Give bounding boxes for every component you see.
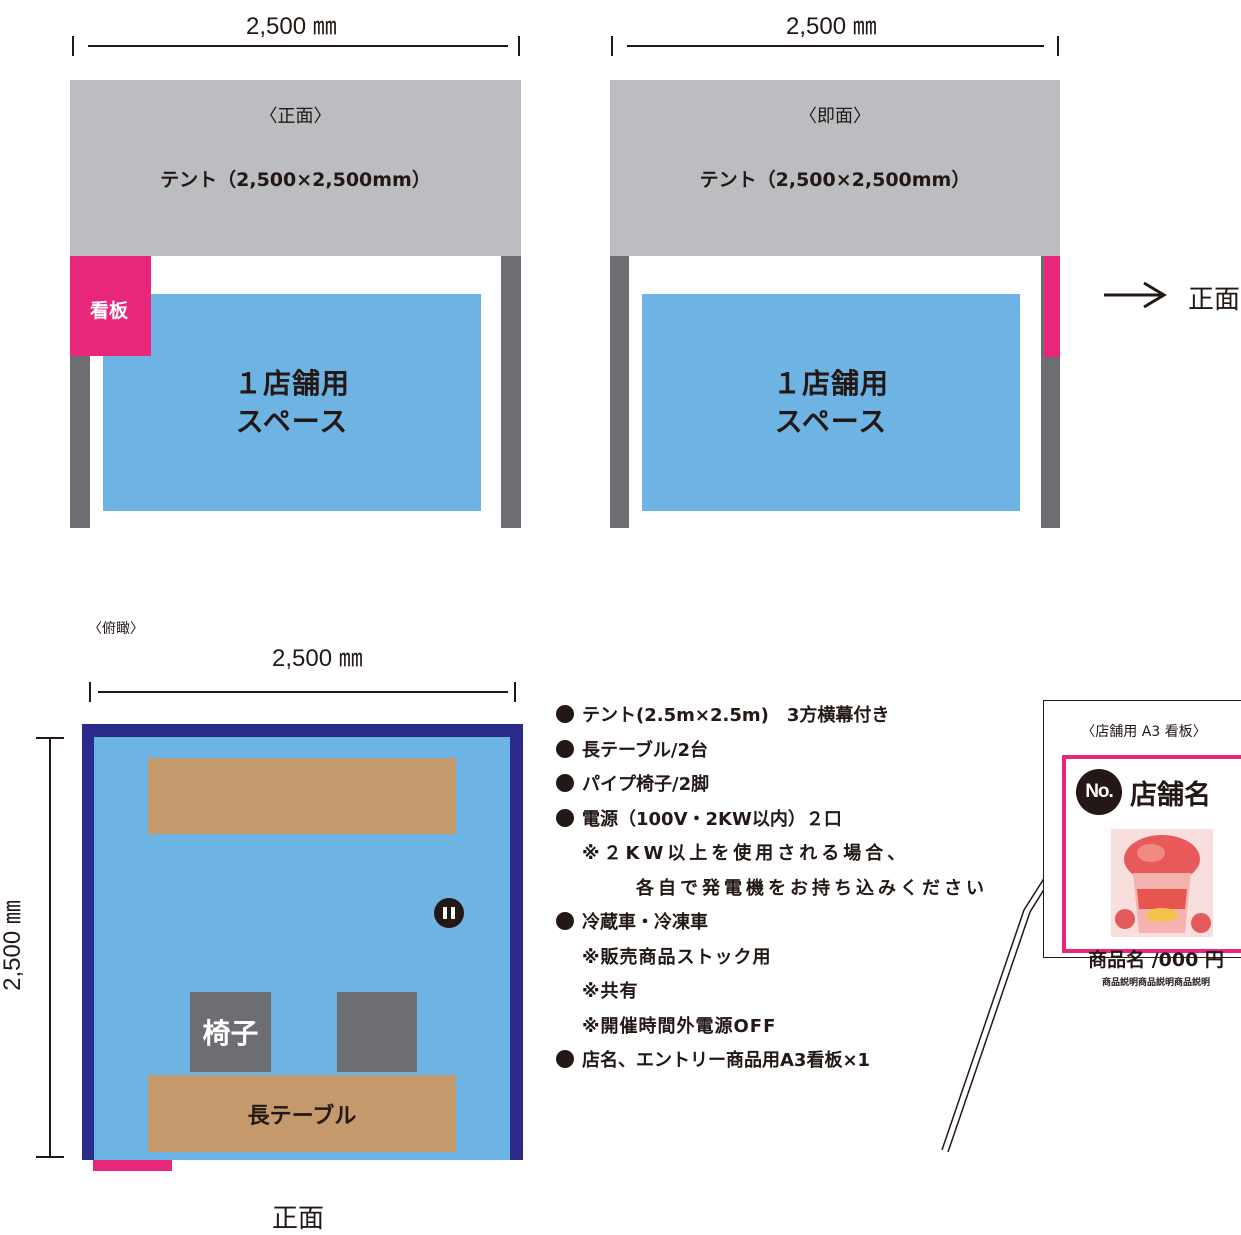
front-tent-label: テント（2,500×2,500mm） xyxy=(160,169,431,191)
plan-dim-tick-left xyxy=(89,682,91,702)
space-label-line2: スペース xyxy=(235,404,349,438)
side-tent-roof: 〈即面〉 テント（2,500×2,500mm） xyxy=(610,80,1060,256)
product-name: 商品名 /000 円 xyxy=(1088,949,1224,971)
list-item: パイプ椅子/2脚 xyxy=(556,768,988,803)
side-signboard xyxy=(1044,256,1060,357)
list-item: テント(2.5m×2.5m) 3方横幕付き xyxy=(556,699,988,734)
plan-chair-right xyxy=(337,992,417,1072)
plan-dim-line xyxy=(98,691,508,693)
front-tent-roof: 〈正面〉 テント（2,500×2,500mm） xyxy=(70,80,521,256)
signboard-sample-title: 〈店舗用 A3 看板〉 xyxy=(1081,724,1207,740)
front-view-label: 〈正面〉 xyxy=(259,106,332,127)
space-label-line1: １店舗用 xyxy=(233,366,350,400)
side-dim-tick-left xyxy=(611,36,613,56)
list-item: 冷蔵車・冷凍車 xyxy=(556,906,988,941)
plan-view-label: 〈俯瞰〉 xyxy=(88,621,144,637)
front-pole-right xyxy=(501,256,521,528)
list-note: ※共有 xyxy=(582,981,639,1002)
list-note: 各自で発電機をお持ち込みください xyxy=(636,877,988,899)
signboard-label: 看板 xyxy=(90,300,129,322)
plan-table-front: 長テーブル xyxy=(148,1075,456,1152)
plan-front-label: 正面 xyxy=(272,1203,325,1233)
bullet-icon xyxy=(556,705,574,723)
side-pole-left xyxy=(610,256,629,528)
bullet-icon xyxy=(556,808,574,827)
plan-depth-line xyxy=(49,738,51,1156)
shop-name: 店舗名 xyxy=(1130,780,1211,811)
chair-label: 椅子 xyxy=(202,1017,259,1050)
bullet-icon xyxy=(556,774,574,792)
list-item: 電源（100V・2KW以内）２口 xyxy=(556,803,988,838)
plan-chair-left: 椅子 xyxy=(190,992,271,1072)
side-view-label: 〈即面〉 xyxy=(799,106,871,127)
front-dim-line xyxy=(88,45,508,47)
front-direction-label: 正面 xyxy=(1188,284,1241,314)
plan-dim-tick-right xyxy=(514,682,516,702)
product-description: 商品説明商品説明商品説明 xyxy=(1101,978,1210,988)
plan-table-back xyxy=(148,758,456,834)
number-badge: No. xyxy=(1076,769,1122,815)
equipment-list: テント(2.5m×2.5m) 3方横幕付き 長テーブル/2台 パイプ椅子/2脚 … xyxy=(556,699,988,1079)
list-note: ※開催時間外電源OFF xyxy=(582,1015,777,1037)
table-label: 長テーブル xyxy=(247,1103,357,1129)
side-shop-space: １店舗用 スペース xyxy=(642,294,1020,511)
side-width-label: 2,500 ㎜ xyxy=(786,13,877,40)
side-dim-line xyxy=(627,45,1044,47)
space-label-line1: １店舗用 xyxy=(772,366,889,400)
list-item: 長テーブル/2台 xyxy=(556,734,988,769)
bullet-icon xyxy=(556,739,574,758)
list-note: ※販売商品ストック用 xyxy=(582,946,772,968)
front-width-label: 2,500 ㎜ xyxy=(246,13,337,40)
bullet-icon xyxy=(556,1050,574,1068)
side-tent-label: テント（2,500×2,500mm） xyxy=(699,169,971,191)
front-dim-tick-left xyxy=(72,36,74,56)
power-outlet-icon xyxy=(434,898,464,928)
side-dim-tick-right xyxy=(1057,36,1059,56)
front-signboard: 看板 xyxy=(70,256,151,356)
front-dim-tick-right xyxy=(518,36,520,56)
right-arrow-icon xyxy=(1104,281,1167,309)
signboard-sample: 〈店舗用 A3 看板〉 No. 店舗名 商品名 /000 円 商品説明商品説明商… xyxy=(1043,700,1241,988)
signboard-sample-board: No. 店舗名 商品名 /000 円 商品説明商品説明商品説明 xyxy=(1062,755,1241,988)
list-note: ※２KW以上を使用される場合、 xyxy=(582,843,910,864)
bullet-icon xyxy=(556,912,574,930)
plan-depth-label: 2,500 ㎜ xyxy=(0,900,26,991)
product-photo xyxy=(1111,829,1213,937)
space-label-line2: スペース xyxy=(774,404,888,438)
list-item: 店名、エントリー商品用A3看板×1 xyxy=(556,1044,988,1079)
plan-signboard xyxy=(93,1160,172,1171)
front-shop-space: １店舗用 スペース xyxy=(103,294,481,511)
plan-width-label: 2,500 ㎜ xyxy=(272,645,363,672)
plan-depth-tick-bottom xyxy=(36,1156,64,1158)
